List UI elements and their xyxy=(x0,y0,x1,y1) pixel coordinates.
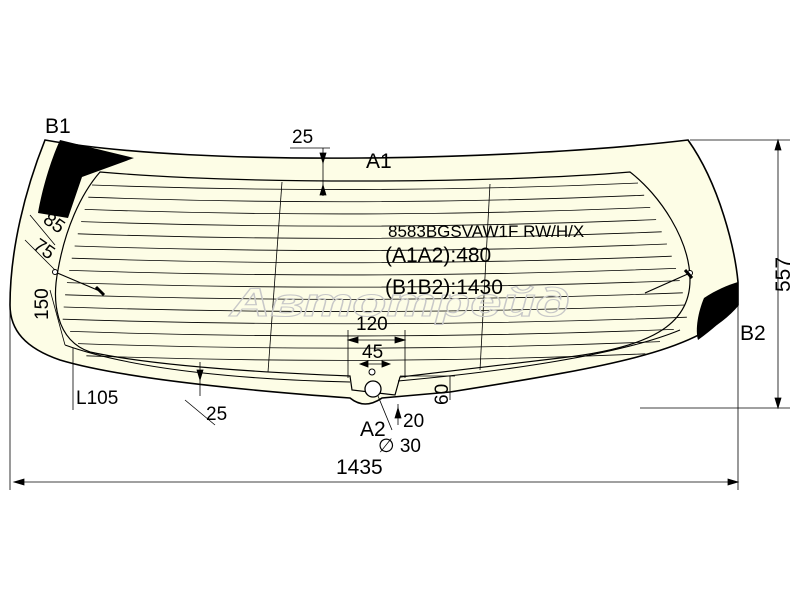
spec-a1a2: (A1A2):480 xyxy=(385,244,491,267)
dim-60: 60 xyxy=(432,384,453,405)
point-a1-label: A1 xyxy=(366,150,392,173)
heater-line xyxy=(77,231,662,239)
heater-line xyxy=(74,243,667,251)
right-terminal xyxy=(644,269,694,294)
dim-overall-width: 1435 xyxy=(336,456,383,479)
point-a2-label: A2 xyxy=(360,418,386,441)
dimension-lines xyxy=(9,138,790,490)
dim-bottom-25: 25 xyxy=(206,404,227,425)
heater-line xyxy=(84,207,651,215)
heater-line xyxy=(70,329,674,337)
heater-line xyxy=(62,316,687,325)
heater-busbars xyxy=(267,181,491,373)
heater-line xyxy=(91,182,639,190)
heater-line xyxy=(78,341,660,349)
heater-line xyxy=(71,255,672,264)
dim-45: 45 xyxy=(362,342,383,363)
point-b1-label: B1 xyxy=(45,115,71,138)
dim-120: 120 xyxy=(356,314,388,335)
heater-grid xyxy=(62,182,687,361)
dim-150: 150 xyxy=(32,288,53,320)
spec-b1b2: (B1B2):1430 xyxy=(385,276,503,299)
heater-line xyxy=(63,304,686,312)
b1-black-corner xyxy=(38,140,134,218)
heated-area xyxy=(54,171,691,396)
notch-marker xyxy=(368,368,376,376)
heater-line xyxy=(65,292,683,300)
heater-line xyxy=(86,353,646,361)
dim-overall-height: 557 xyxy=(772,257,795,292)
dim-hole-diameter: ∅ 30 xyxy=(378,436,421,457)
part-code: 8583BGSVAW1F RW/H/X xyxy=(388,222,584,241)
dim-top-25: 25 xyxy=(292,127,313,148)
heater-line xyxy=(66,280,680,288)
dim-20: 20 xyxy=(403,411,424,432)
point-b2-label: B2 xyxy=(740,322,766,345)
heater-line xyxy=(88,194,645,203)
mounting-hole xyxy=(364,380,382,398)
dim-l105: L105 xyxy=(76,388,118,409)
b2-black-corner xyxy=(696,282,738,340)
watermark: Автотрейд xyxy=(229,281,570,325)
heater-line xyxy=(69,268,677,276)
heater-line xyxy=(81,219,657,227)
